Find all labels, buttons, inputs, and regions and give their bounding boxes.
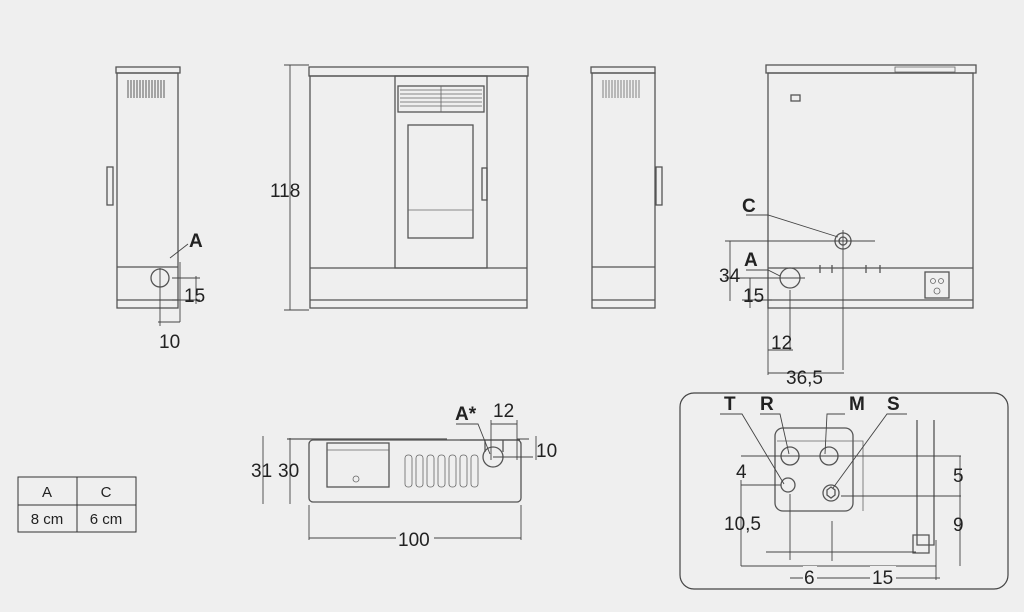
label-s: S <box>887 394 900 415</box>
dim-12: 12 <box>771 333 792 354</box>
ash-drawer <box>326 442 390 488</box>
dim-15: 15 <box>872 568 893 589</box>
left-side-view: A 15 10 <box>106 66 205 353</box>
header-c: C <box>101 484 112 501</box>
label-a-star: A* <box>455 404 477 425</box>
handle-icon <box>655 166 663 206</box>
diameter-table: A C 8 cm 6 cm <box>17 476 137 533</box>
door-handle-icon <box>481 167 488 201</box>
top-view: A* 12 10 31 30 100 <box>251 401 557 551</box>
dim-15: 15 <box>184 286 205 307</box>
value-c: 6 cm <box>90 511 123 528</box>
handle-icon <box>106 166 114 206</box>
port-t <box>780 477 796 493</box>
dim-9: 9 <box>953 515 964 536</box>
dim-10: 10 <box>159 332 180 353</box>
dim-12: 12 <box>493 401 514 422</box>
dim-34: 34 <box>719 266 741 287</box>
label-c: C <box>742 196 756 217</box>
connection-detail-view: T R M S 4 10,5 5 9 6 15 <box>679 392 1009 590</box>
top-vent-slots <box>404 454 479 488</box>
front-view: 118 <box>270 64 529 311</box>
header-a: A <box>42 484 52 501</box>
glass-window <box>407 124 474 239</box>
label-a: A <box>744 250 758 271</box>
dim-118: 118 <box>270 181 300 202</box>
label-m: M <box>849 394 865 415</box>
right-side-view <box>590 66 663 309</box>
value-a: 8 cm <box>31 511 64 528</box>
port-s <box>822 484 840 502</box>
dim-36-5: 36,5 <box>786 368 823 389</box>
dim-6: 6 <box>804 568 815 589</box>
dim-10-5: 10,5 <box>724 514 761 535</box>
dim-10: 10 <box>536 441 557 462</box>
dim-5: 5 <box>953 466 964 487</box>
label-r: R <box>760 394 774 415</box>
label-t: T <box>724 394 736 415</box>
dim-15: 15 <box>743 286 764 307</box>
dim-100: 100 <box>398 530 430 551</box>
connection-panel <box>924 271 950 299</box>
side-vent-icon <box>127 80 165 98</box>
dim-31: 31 <box>251 461 272 482</box>
rear-view: C A 34 15 12 36,5 <box>719 64 977 389</box>
label-a: A <box>189 231 203 252</box>
dim-30: 30 <box>278 461 299 482</box>
dim-4: 4 <box>736 462 747 483</box>
